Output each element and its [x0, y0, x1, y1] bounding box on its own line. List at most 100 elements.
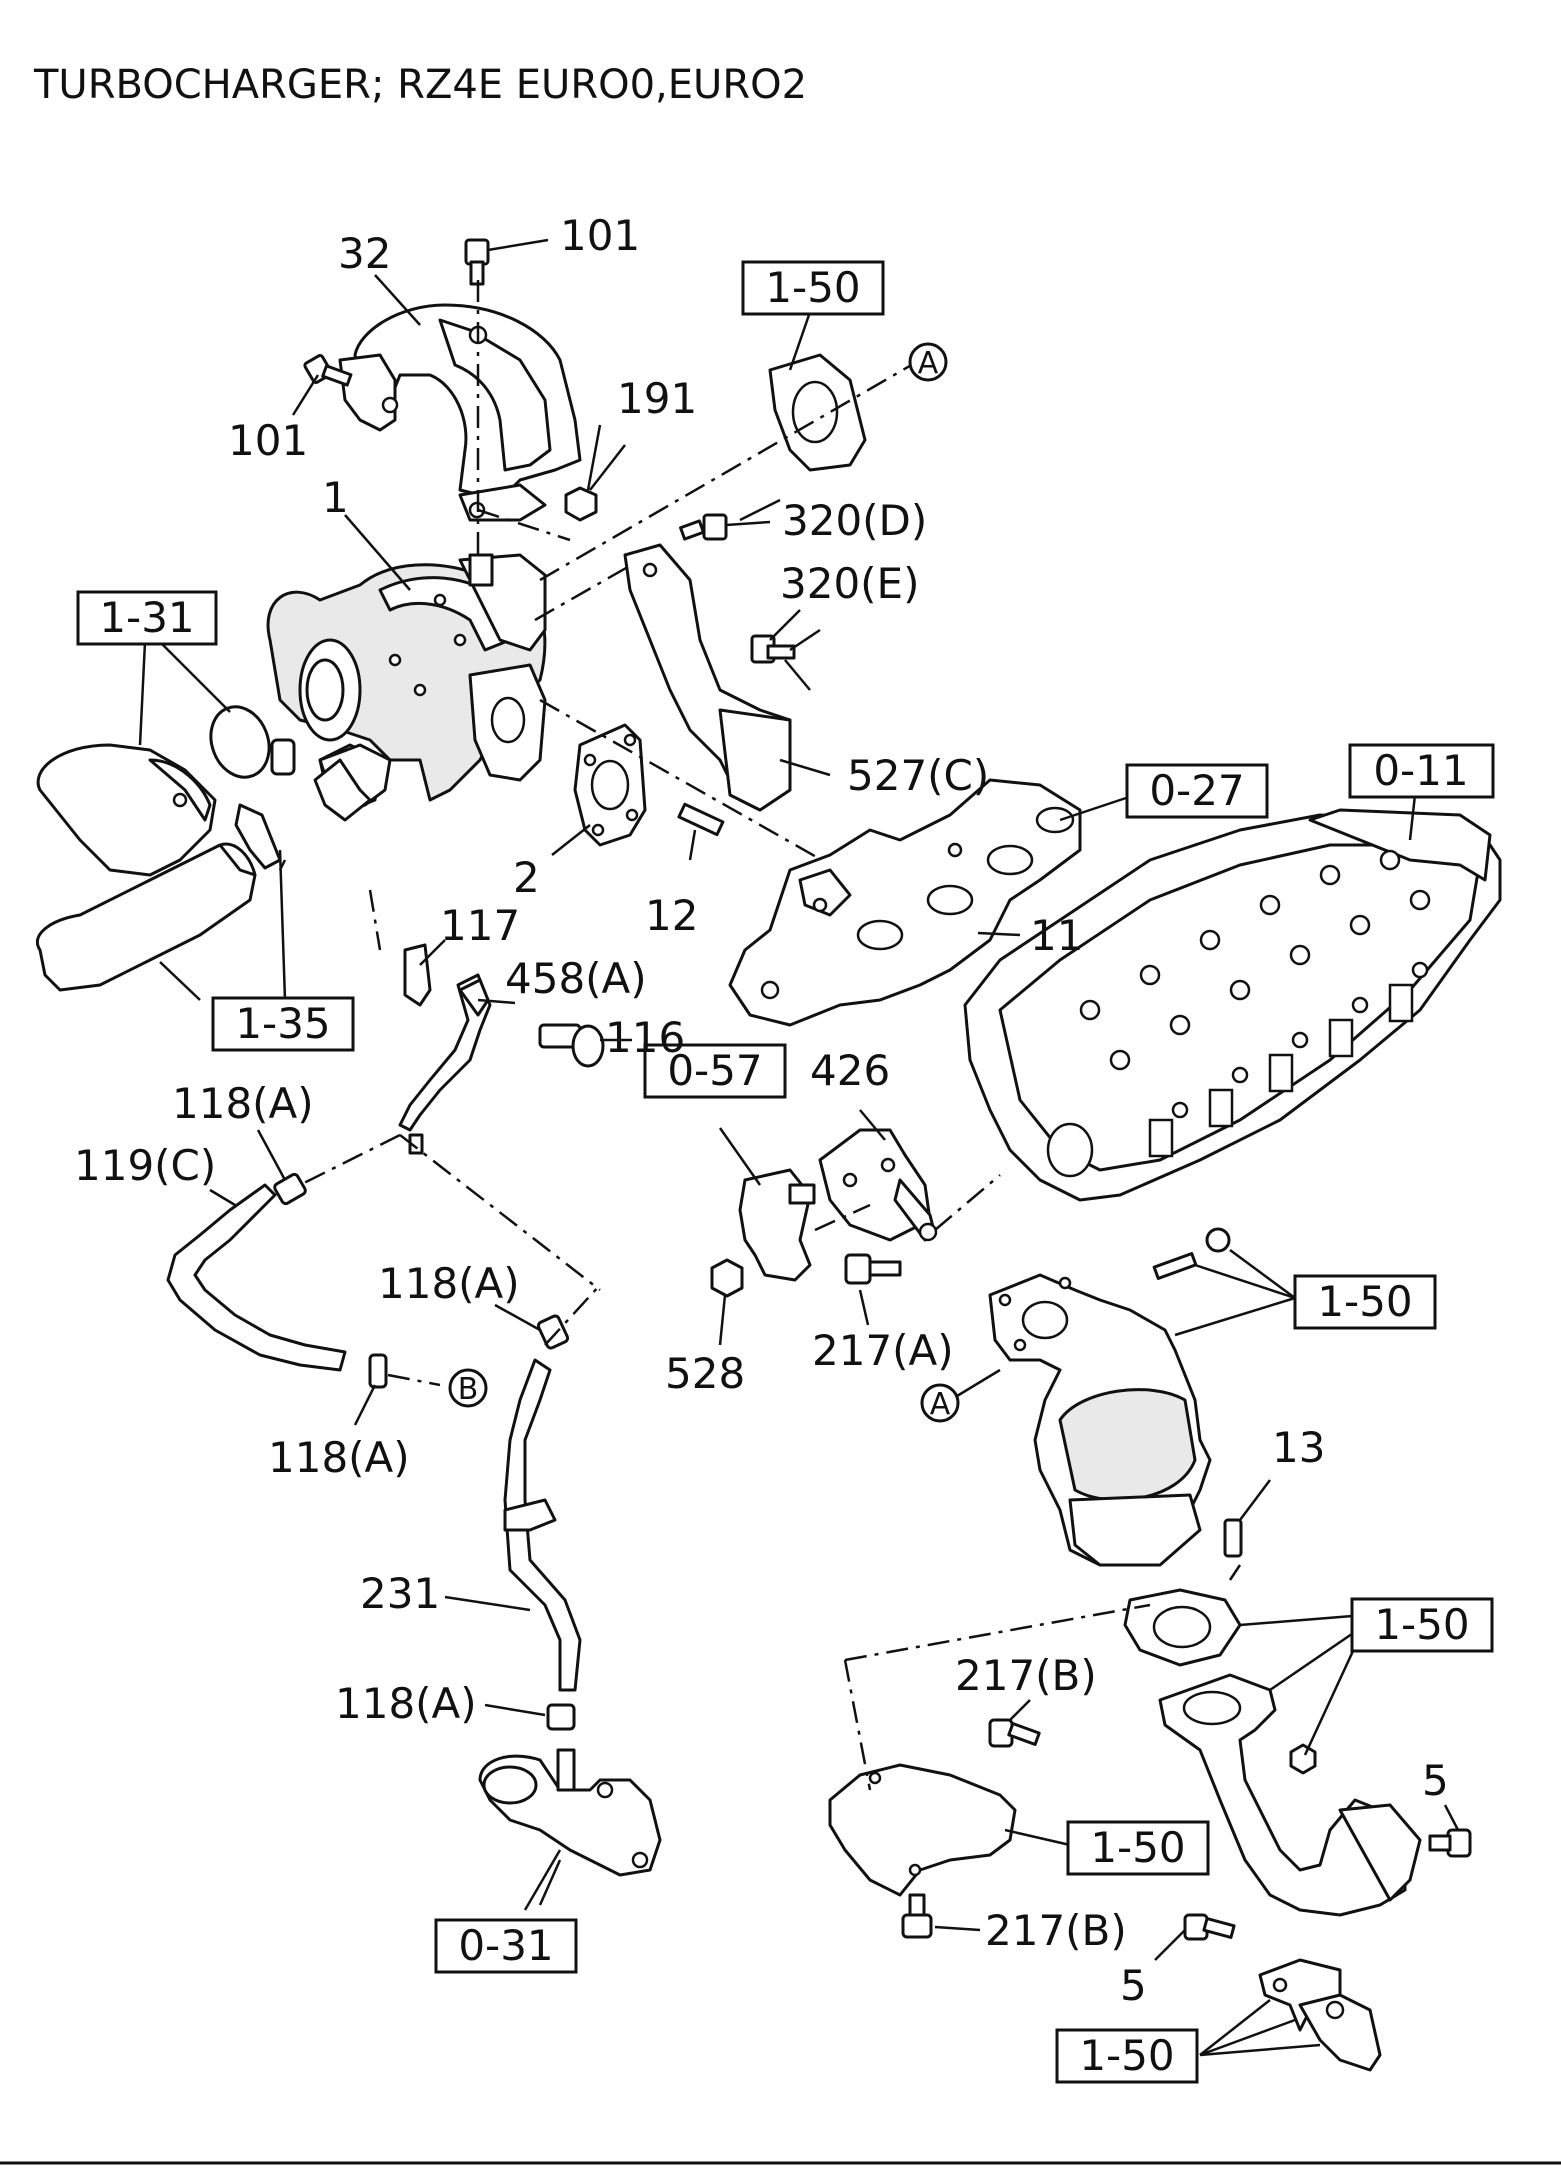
exhaust-manifold: [728, 778, 1082, 1027]
callout-5-right: 5: [1422, 1756, 1449, 1805]
clamp-118a-2: [368, 1353, 388, 1389]
ref-label: 0-11: [1373, 746, 1468, 795]
lower-heat-shield: [828, 1763, 1017, 1897]
ref-label: 1-50: [1079, 2031, 1174, 2080]
hose-119c: [166, 1183, 347, 1372]
callout-101-top: 101: [560, 211, 640, 260]
ref-box-0-57[interactable]: 0-57: [643, 1043, 787, 1099]
bolt-320e: [750, 634, 811, 691]
vacuum-valve-0-57: [738, 1168, 816, 1282]
water-outlet-0-31: [478, 1748, 662, 1877]
ref-box-1-50-gasket[interactable]: 1-50: [1350, 1597, 1494, 1653]
clamp-118a-3: [536, 1314, 570, 1350]
outlet-hose-1-35: [36, 842, 257, 992]
callout-527c: 527(C): [847, 751, 989, 800]
ref-box-1-50-shield[interactable]: 1-50: [1066, 1820, 1210, 1876]
nut-528: [710, 1258, 744, 1298]
ref-label: 1-50: [1374, 1600, 1469, 1649]
nut-191: [564, 424, 602, 522]
callout-116: 116: [605, 1013, 685, 1062]
eye-bolt-116: [538, 1023, 605, 1068]
bolt-5-left: [1183, 1913, 1236, 1941]
marker-a-top: A: [908, 342, 948, 382]
ref-box-1-31[interactable]: 1-31: [76, 590, 218, 646]
callout-101-left: 101: [228, 416, 308, 465]
clamp-118a-4: [546, 1703, 576, 1731]
bolt-217b-bottom: [901, 1893, 933, 1939]
ref-box-1-50-cat[interactable]: 1-50: [1293, 1274, 1437, 1330]
callout-191: 191: [617, 374, 697, 423]
clamp-ring: [234, 803, 282, 870]
bolt-5-right: [1428, 1828, 1472, 1858]
ref-label: 1-50: [765, 263, 860, 312]
leader-lines: [209, 274, 1460, 1961]
ref-label: 1-35: [235, 999, 330, 1048]
stud-13: [1223, 1518, 1243, 1558]
ref-label: 0-27: [1149, 766, 1244, 815]
ref-box-0-11[interactable]: 0-11: [1348, 743, 1495, 799]
stud-12: [677, 802, 725, 837]
ref-label: 0-31: [458, 1921, 553, 1970]
intake-hose-1-31: [36, 743, 217, 877]
callout-118a-1: 118(A): [172, 1079, 314, 1128]
heat-shield-32: [338, 303, 582, 522]
callout-528: 528: [665, 1349, 745, 1398]
ref-label: 1-50: [1317, 1277, 1412, 1326]
bolt-101-left: [303, 354, 353, 387]
ref-label: 0-57: [667, 1046, 762, 1095]
ref-box-1-50-top[interactable]: 1-50: [741, 260, 885, 316]
callout-12: 12: [645, 891, 698, 940]
nut-small: [1289, 1743, 1317, 1775]
callout-231: 231: [360, 1569, 440, 1618]
callout-117: 117: [440, 901, 520, 950]
bolt-217a: [844, 1253, 902, 1285]
ref-label: 1-50: [1090, 1823, 1185, 1872]
callout-118a-2: 118(A): [268, 1433, 410, 1482]
marker-a-cat: A: [920, 1368, 1001, 1423]
ref-box-0-31[interactable]: 0-31: [434, 1918, 578, 1974]
svg-text:B: B: [458, 1372, 479, 1407]
callout-118a-4: 118(A): [335, 1679, 477, 1728]
callout-426: 426: [810, 1046, 890, 1095]
callout-11: 11: [1030, 911, 1083, 960]
callout-119c: 119(C): [74, 1141, 216, 1190]
callout-217b-top: 217(B): [955, 1651, 1097, 1700]
clip-117: [403, 943, 432, 1007]
turbocharger-1: [266, 553, 547, 812]
pipe-231: [503, 1358, 582, 1692]
marker-b: B: [448, 1368, 488, 1408]
turbo-inlet-duct: [313, 743, 392, 822]
gasket-2: [573, 723, 647, 847]
bolt-101-top: [464, 238, 549, 286]
svg-text:A: A: [918, 346, 939, 381]
ref-label: 1-31: [99, 593, 194, 642]
callout-217a: 217(A): [812, 1326, 954, 1375]
ref-box-0-27[interactable]: 0-27: [1125, 763, 1269, 819]
bolt-320d: [679, 513, 771, 541]
bracket-527c: [623, 543, 792, 812]
callout-1: 1: [322, 473, 349, 522]
front-pipe: [1158, 1673, 1422, 1917]
bracket-426: [818, 1128, 938, 1242]
bolt-217b-top: [988, 1718, 1041, 1748]
callout-32: 32: [338, 229, 391, 278]
ref-box-1-35[interactable]: 1-35: [211, 996, 355, 1052]
clamp-118a-1: [273, 1172, 307, 1206]
gasket-1-50-mid: [1123, 1588, 1242, 1667]
pipe-bracket: [1258, 1958, 1382, 2072]
callout-13: 13: [1272, 1423, 1325, 1472]
stud-cat-top: [1152, 1227, 1231, 1280]
callout-458a: 458(A): [505, 954, 647, 1003]
callout-320d: 320(D): [782, 496, 927, 545]
ref-box-1-50-bracket[interactable]: 1-50: [1055, 2028, 1199, 2084]
diagram-title: TURBOCHARGER; RZ4E EURO0,EURO2: [33, 62, 807, 108]
cylinder-head: [963, 808, 1502, 1202]
catalytic-converter: [988, 1273, 1212, 1567]
callout-118a-3: 118(A): [378, 1259, 520, 1308]
intake-gasket-ring: [209, 705, 296, 779]
gasket-top: [768, 353, 867, 472]
callout-5-left: 5: [1120, 1961, 1147, 2010]
callout-320e: 320(E): [780, 559, 919, 608]
svg-text:A: A: [930, 1387, 951, 1422]
